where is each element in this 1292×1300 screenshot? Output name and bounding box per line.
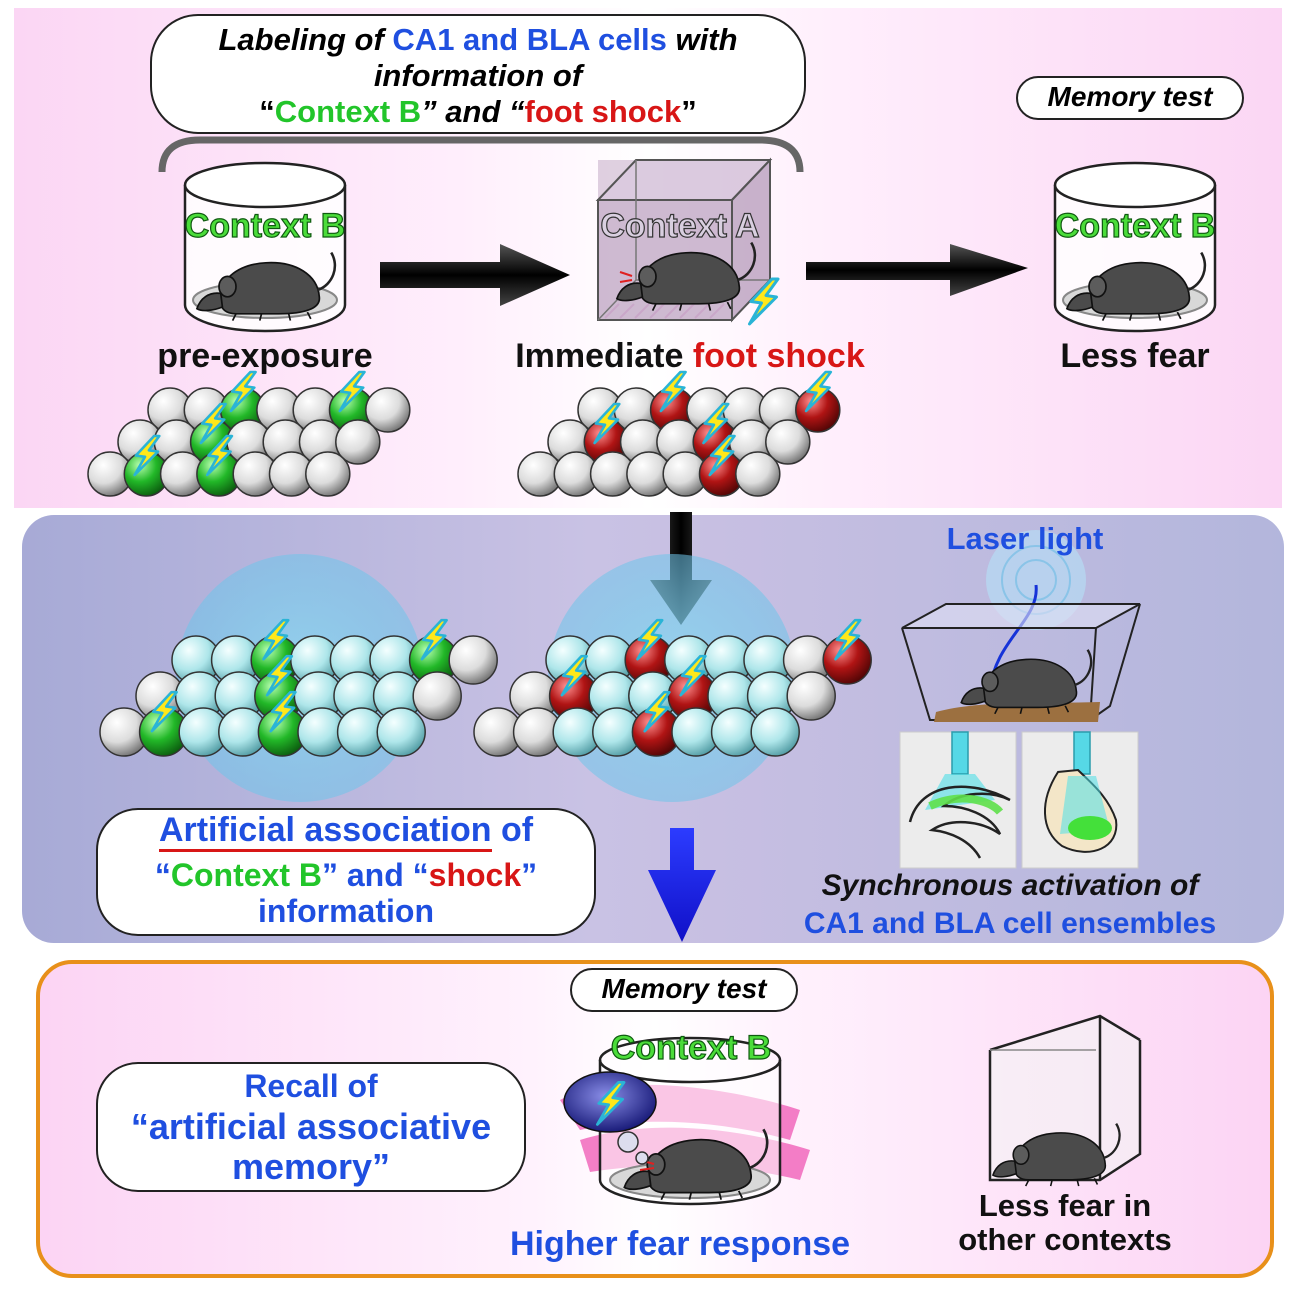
stage2-caption-a: Immediate [515, 337, 693, 375]
assoc-q1: “ [154, 857, 171, 893]
assoc-title: Artificial association [158, 811, 492, 852]
memory-test-label-bottom: Memory test [570, 968, 798, 1012]
labeling-line-3: “Context B” and “foot shock” [150, 94, 806, 130]
cell [765, 419, 811, 465]
cell [750, 707, 800, 757]
cell [305, 451, 351, 497]
arrow-2 [806, 244, 1028, 296]
labeling-text-a: Labeling of [218, 22, 393, 57]
stage2-caption: Immediate foot shock [470, 336, 910, 376]
stage1-caption: pre-exposure [157, 337, 373, 375]
assoc-line-3: information [258, 893, 434, 929]
stage2-context-label: Context A [600, 206, 760, 245]
artificial-association-callout [96, 808, 596, 936]
sync-line-1: Synchronous activation of [821, 869, 1199, 902]
assoc-line-2: “Context B” and “shock” [96, 856, 596, 894]
stage2-caption-b: foot shock [692, 337, 865, 375]
context-b-cylinder-test [560, 1036, 810, 1206]
cell [376, 707, 426, 757]
cell [412, 671, 462, 721]
recall-line-3: memory” [231, 1146, 391, 1187]
context-b-cylinder-2 [1053, 161, 1217, 333]
cell [335, 419, 381, 465]
labeling-q1: “ [259, 94, 275, 129]
less-fear-other-2: other contexts [958, 1222, 1172, 1257]
assoc-and: ” and “ [321, 857, 429, 893]
laser-light-label: Laser light [946, 521, 1104, 556]
memory-test-label-top: Memory test [1016, 76, 1244, 120]
recall-line-2: “artificial associative [130, 1106, 492, 1147]
stage1-context-label: Context B [184, 206, 346, 245]
cell [735, 451, 781, 497]
arrow-down-blue [648, 828, 716, 942]
assoc-context: Context B [170, 857, 322, 893]
laser-apparatus [901, 530, 1141, 722]
recall-line-1: Recall of [244, 1068, 378, 1104]
bottom-context-label: Context B [610, 1028, 772, 1067]
recall-callout [96, 1062, 526, 1192]
brain-slice-bla [1021, 731, 1139, 869]
context-b-cylinder-1 [183, 161, 347, 333]
sync-line-2: CA1 and BLA cell ensembles [803, 907, 1217, 940]
higher-fear-caption: Higher fear response [509, 1225, 851, 1263]
labeling-line-2: information of [373, 58, 583, 93]
less-fear-other-1: Less fear in [978, 1188, 1152, 1223]
labeling-and: ” and “ [421, 94, 525, 129]
assoc-q2: ” [521, 857, 538, 893]
stage3-context-label: Context B [1054, 206, 1216, 245]
cell-cluster-green-activated [99, 618, 498, 757]
labeling-q3: ” [681, 94, 697, 129]
labeling-context: Context B [274, 94, 422, 129]
cell [365, 387, 411, 433]
stage3-caption: Less fear [1060, 337, 1210, 375]
arrow-1 [380, 244, 570, 306]
assoc-shock: shock [428, 857, 522, 893]
cell [448, 635, 498, 685]
labeling-text-c: with [666, 22, 738, 57]
cell-cluster-red [517, 370, 841, 497]
other-context-box [988, 1014, 1142, 1188]
labeling-cells: CA1 and BLA cells [392, 22, 667, 57]
cell-cluster-red-activated [473, 618, 872, 757]
labeling-line-1: Labeling of CA1 and BLA cells with [150, 22, 806, 58]
labeling-shock: foot shock [524, 94, 682, 129]
assoc-line-1: Artificial association of [96, 810, 596, 852]
cell-cluster-green [87, 370, 411, 497]
cell [786, 671, 836, 721]
labeling-callout [150, 14, 806, 134]
assoc-of: of [491, 811, 534, 849]
brain-slice-ca1 [899, 731, 1017, 869]
context-a-box [595, 157, 780, 326]
